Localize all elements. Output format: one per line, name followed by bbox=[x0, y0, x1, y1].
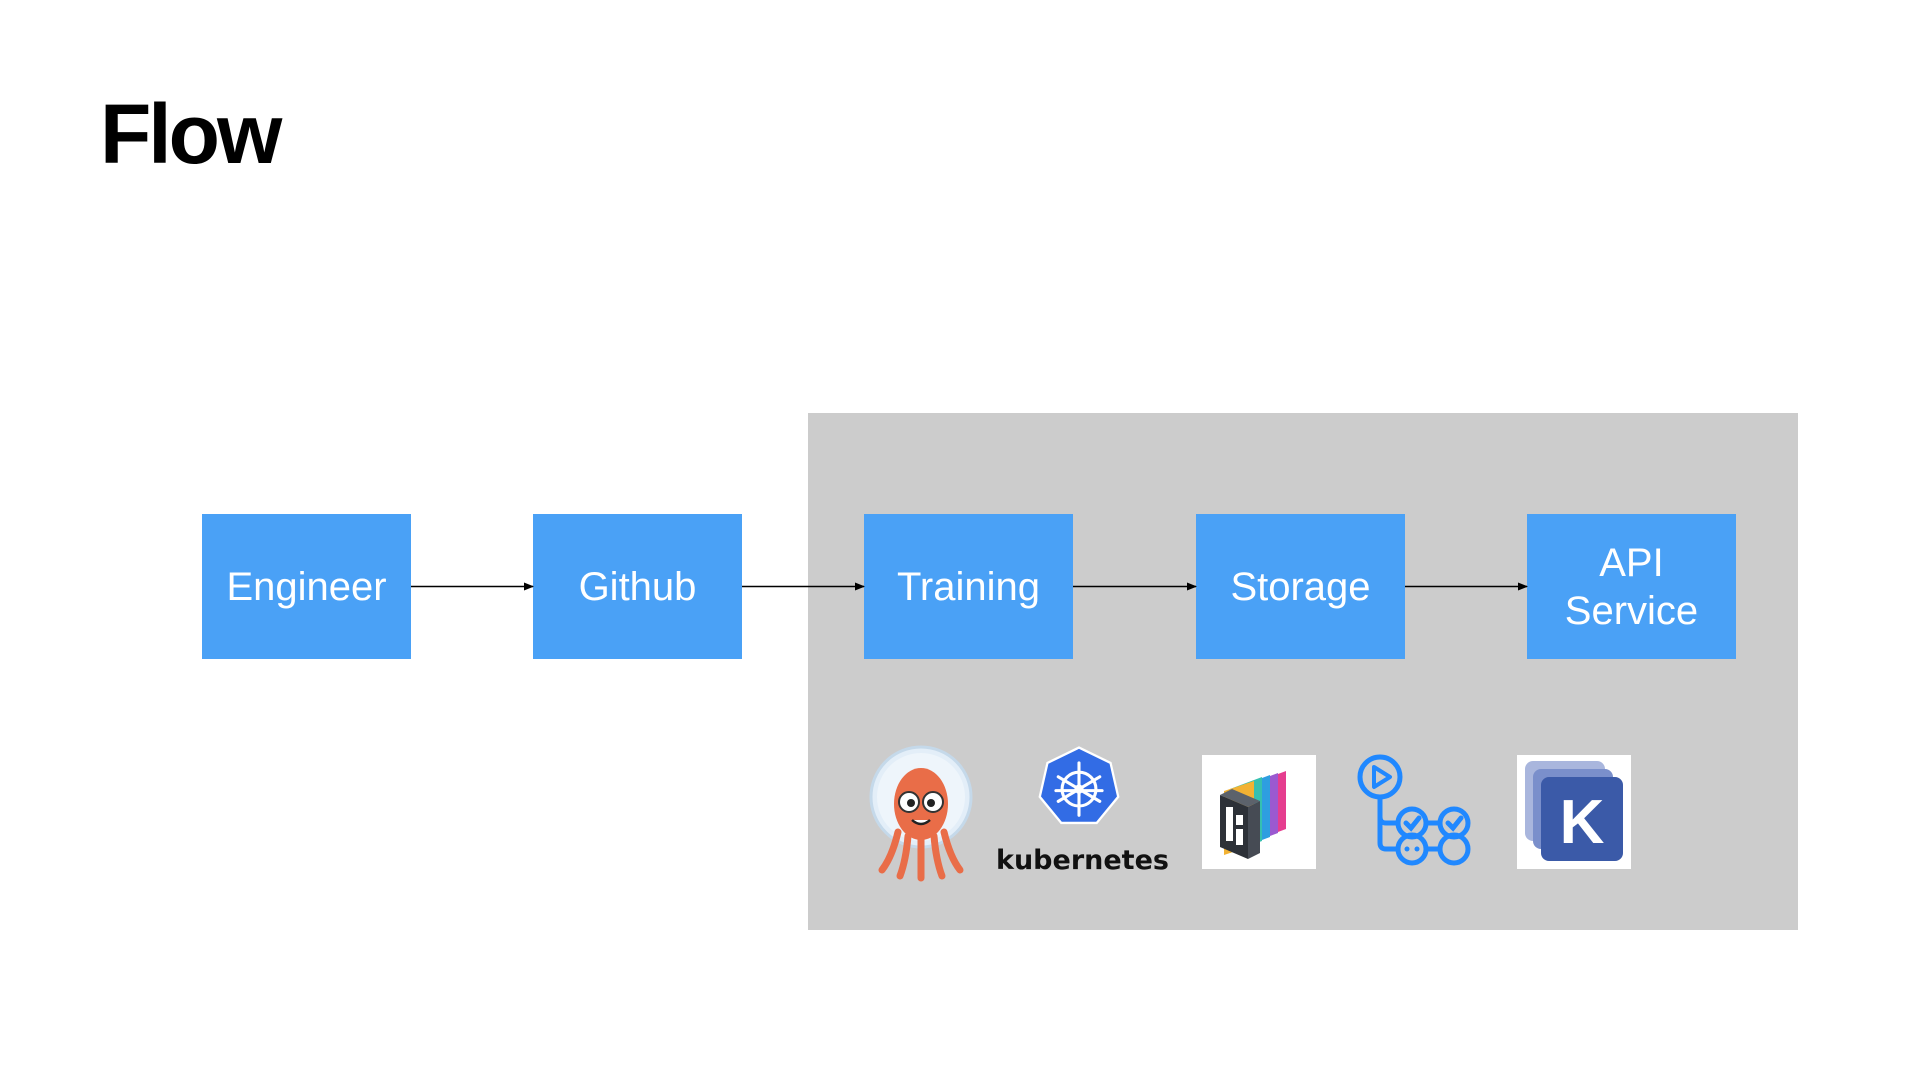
argo-octopus-icon bbox=[868, 742, 974, 882]
kubeflow-letter: K bbox=[1560, 788, 1605, 857]
pachyderm-icon bbox=[1202, 755, 1316, 869]
slide-title: Flow bbox=[100, 87, 282, 181]
node-github: Github bbox=[533, 514, 742, 659]
kubeflow-k-icon: K bbox=[1517, 755, 1631, 869]
kubernetes-wordmark: kubernetes bbox=[996, 845, 1169, 876]
node-api-service: API Service bbox=[1527, 514, 1736, 659]
node-training: Training bbox=[864, 514, 1073, 659]
github-actions-icon bbox=[1356, 753, 1478, 871]
node-storage: Storage bbox=[1196, 514, 1405, 659]
kubernetes-wheel-icon: kubernetes bbox=[996, 746, 1169, 876]
node-engineer: Engineer bbox=[202, 514, 411, 659]
